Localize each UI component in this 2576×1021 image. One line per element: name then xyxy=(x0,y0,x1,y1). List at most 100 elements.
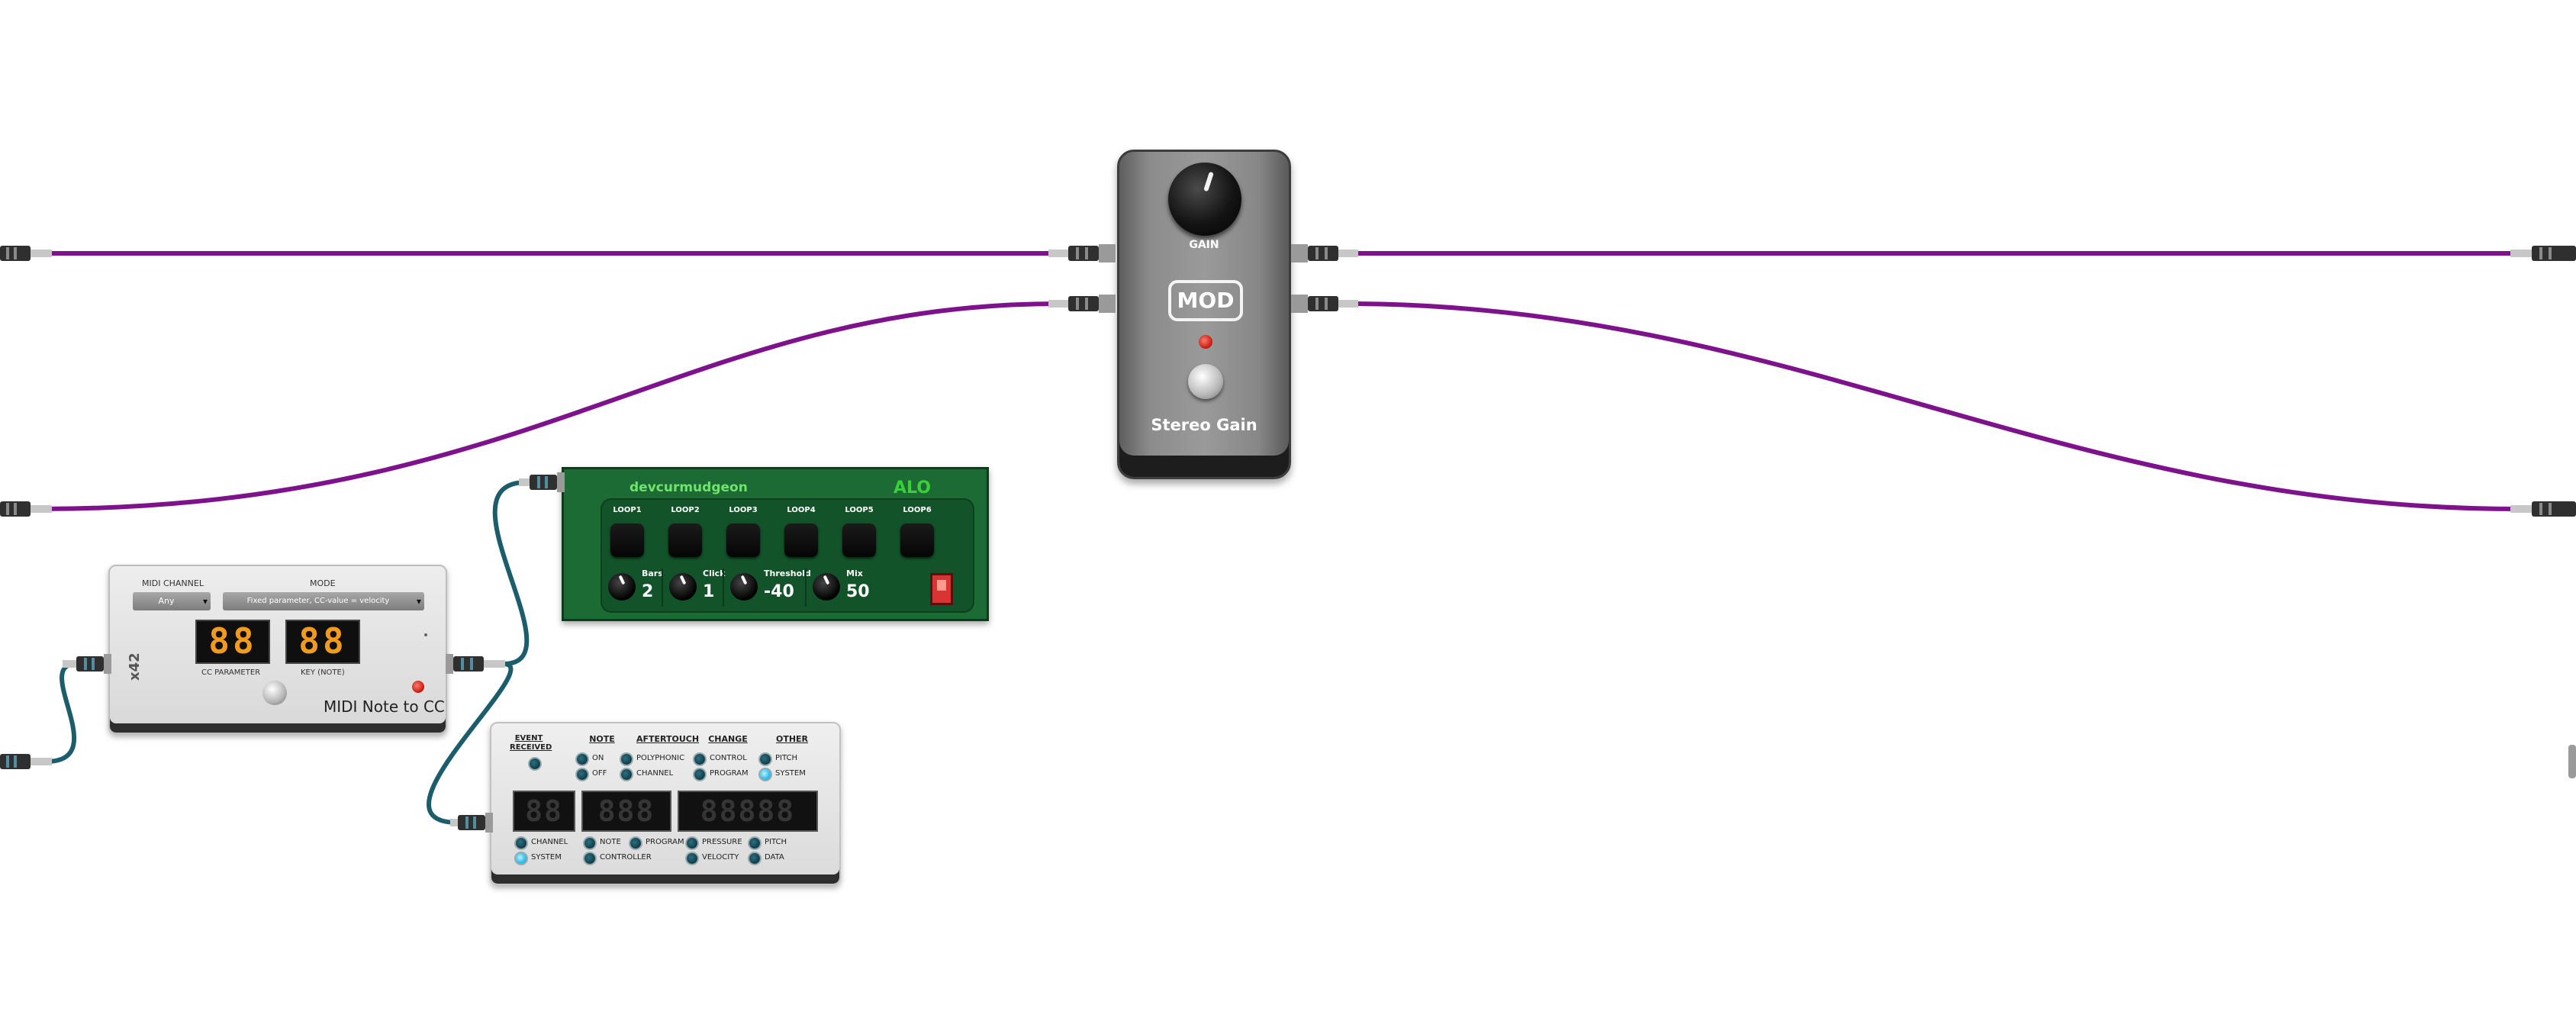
alo-bars-knob[interactable] xyxy=(608,573,636,601)
gain-knob-label: GAIN xyxy=(1189,239,1219,251)
audio-jack-in-1[interactable] xyxy=(0,241,53,266)
alo-divider xyxy=(805,568,807,607)
channel-led xyxy=(516,838,526,849)
mode-label: MODE xyxy=(310,578,336,588)
cc-parameter-display[interactable]: 88 xyxy=(195,620,270,664)
pressure-led xyxy=(687,838,697,849)
mod-logo: MOD xyxy=(1168,280,1243,321)
controller-led xyxy=(584,853,595,864)
midi-cc-status-led xyxy=(412,681,424,693)
midi-cable-cc-to-monitor[interactable] xyxy=(427,662,514,825)
midi-cc-footswitch[interactable] xyxy=(262,681,287,705)
gain-bypass-footswitch[interactable] xyxy=(1188,364,1223,399)
midi-jack-in[interactable] xyxy=(0,749,53,774)
program-led-label: PROGRAM xyxy=(646,838,684,846)
alo-loop-1-button[interactable] xyxy=(610,523,644,557)
audio-cable-curve-left[interactable] xyxy=(37,301,1060,511)
alo-loop-2-button[interactable] xyxy=(668,523,702,557)
alo-author: devcurmudgeon xyxy=(630,480,748,495)
velocity-led xyxy=(687,853,697,864)
system-led-label: SYSTEM xyxy=(531,853,562,862)
gain-input-jack-1[interactable] xyxy=(1048,241,1117,266)
midi-cable-in[interactable] xyxy=(45,662,77,764)
alo-threshold-knob[interactable] xyxy=(730,573,758,601)
x42-logo: x42 xyxy=(127,652,143,681)
alo-bars-value: 2 xyxy=(642,582,654,601)
gain-input-jack-2[interactable] xyxy=(1048,291,1117,316)
note-on-label: ON xyxy=(592,754,604,762)
alo-loop-label: LOOP2 xyxy=(671,506,700,514)
alo-title: ALO xyxy=(894,478,931,498)
program-led xyxy=(630,838,641,849)
alo-threshold-label: Threshold xyxy=(764,568,811,578)
group-aftertouch-title: AFTERTOUCH xyxy=(636,734,700,744)
data-led-label: DATA xyxy=(765,853,784,862)
alo-loop-3-button[interactable] xyxy=(726,523,760,557)
monitor-midi-input-jack[interactable] xyxy=(450,810,493,835)
alo-loop-6-button[interactable] xyxy=(900,523,934,557)
alo-loop-label: LOOP3 xyxy=(729,506,758,514)
alo-loop-5: LOOP5 xyxy=(832,506,886,557)
note-led-label: NOTE xyxy=(600,838,621,846)
velocity-led-label: VELOCITY xyxy=(702,853,739,862)
alo-control-panel: LOOP1 LOOP2 LOOP3 LOOP4 LOOP5 LOOP6 Bars… xyxy=(601,498,974,613)
change-control-led xyxy=(694,754,705,765)
data-led xyxy=(749,853,760,864)
mode-select[interactable]: Fixed parameter, CC-value = velocity xyxy=(223,592,424,610)
value-display: 88888 xyxy=(678,791,818,832)
midi-cable-cc-to-alo[interactable] xyxy=(492,480,530,666)
note-off-led xyxy=(577,769,588,780)
other-pitch-label: PITCH xyxy=(775,754,798,762)
pressure-led-label: PRESSURE xyxy=(702,838,742,846)
other-pitch-led xyxy=(760,754,771,765)
alo-enable-switch[interactable] xyxy=(930,573,953,605)
gain-knob[interactable] xyxy=(1168,163,1241,236)
alo-loop-1: LOOP1 xyxy=(601,506,654,557)
midi-jack-out-edge[interactable] xyxy=(2565,745,2576,778)
audio-cable-curve-right[interactable] xyxy=(1345,301,2519,511)
aftertouch-channel-label: CHANNEL xyxy=(636,769,674,778)
midi-cc-input-jack[interactable] xyxy=(63,652,111,676)
note-led xyxy=(584,838,595,849)
midi-monitor-pedal[interactable]: EVENT RECEIVED NOTE ON OFF AFTERTOUCH PO… xyxy=(490,722,841,885)
midi-note-to-cc-pedal[interactable]: MIDI CHANNEL Any MODE Fixed parameter, C… xyxy=(108,565,447,734)
alo-loop-2: LOOP2 xyxy=(658,506,712,557)
group-change-title: CHANGE xyxy=(708,734,748,744)
audio-jack-out-1[interactable] xyxy=(2510,241,2576,266)
midi-cc-screw xyxy=(424,633,427,636)
other-system-led xyxy=(760,769,771,780)
alo-loop-label: LOOP6 xyxy=(903,506,932,514)
midi-channel-select[interactable]: Any xyxy=(133,592,211,610)
change-control-label: CONTROL xyxy=(710,754,747,762)
channel-display: 88 xyxy=(513,791,575,832)
channel-led-label: CHANNEL xyxy=(531,838,568,846)
midi-channel-label: MIDI CHANNEL xyxy=(142,578,204,588)
audio-jack-out-2[interactable] xyxy=(2510,497,2576,521)
alo-loop-3: LOOP3 xyxy=(716,506,770,557)
event-received-led xyxy=(530,759,540,769)
gain-pedal-name: Stereo Gain xyxy=(1151,416,1257,434)
gain-output-jack-1[interactable] xyxy=(1291,241,1360,266)
alo-click-knob[interactable] xyxy=(669,573,697,601)
gain-output-jack-2[interactable] xyxy=(1291,291,1360,316)
other-system-label: SYSTEM xyxy=(775,769,806,778)
alo-loop-label: LOOP1 xyxy=(613,506,642,514)
alo-looper-pedal[interactable]: devcurmudgeon ALO LOOP1 LOOP2 LOOP3 LOOP… xyxy=(562,467,989,621)
midi-cc-pedal-name: MIDI Note to CC xyxy=(324,697,445,716)
key-note-label: KEY (NOTE) xyxy=(301,668,345,677)
alo-click-label: Click xyxy=(703,568,726,578)
pitch-led-label: PITCH xyxy=(765,838,787,846)
alo-divider xyxy=(723,568,724,607)
alo-mix-knob[interactable] xyxy=(813,573,840,601)
alo-loop-5-button[interactable] xyxy=(842,523,876,557)
alo-midi-input-jack[interactable] xyxy=(519,470,565,494)
audio-jack-in-2[interactable] xyxy=(0,497,53,521)
midi-cc-output-jack[interactable] xyxy=(446,652,507,676)
alo-loop-4: LOOP4 xyxy=(774,506,828,557)
note-off-label: OFF xyxy=(592,769,607,778)
stereo-gain-pedal[interactable]: GAIN MOD Stereo Gain xyxy=(1117,150,1291,479)
key-note-display[interactable]: 88 xyxy=(285,620,360,664)
alo-loop-4-button[interactable] xyxy=(784,523,818,557)
alo-click-value: 1 xyxy=(703,582,715,601)
